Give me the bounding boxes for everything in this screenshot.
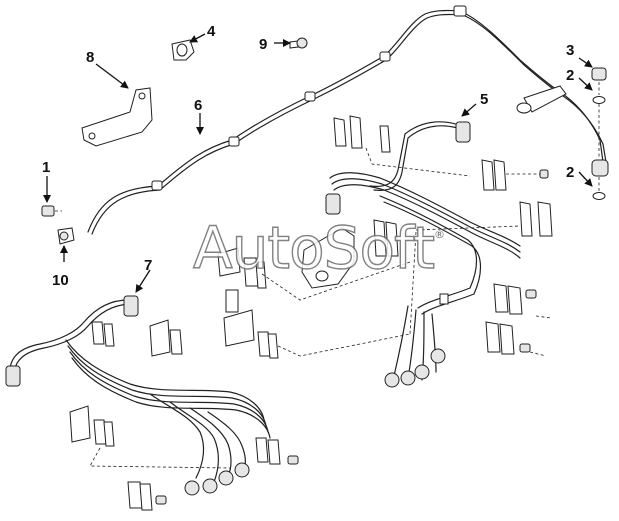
callout-3: 3 <box>566 42 574 59</box>
callout-5: 5 <box>480 91 488 108</box>
clamp-plates-center <box>217 219 553 359</box>
callout-7: 7 <box>144 257 152 274</box>
callout-2-upper: 2 <box>566 67 574 84</box>
bolt <box>289 37 308 49</box>
fastener-left <box>41 205 75 245</box>
callout-leaders <box>43 33 593 293</box>
watermark-registered-mark: ® <box>434 228 445 241</box>
injector-pipe-bundle-upper <box>325 121 521 388</box>
callout-6: 6 <box>194 97 202 114</box>
callout-labels: 1 2 2 3 4 5 6 7 8 9 10 <box>42 23 574 289</box>
callout-1: 1 <box>42 159 50 176</box>
fuel-return-line <box>87 5 607 235</box>
callout-8: 8 <box>86 49 94 66</box>
autosoft-watermark: AutoSoft ® <box>192 213 445 282</box>
callout-10: 10 <box>52 272 69 289</box>
callout-9: 9 <box>259 36 267 53</box>
injector-pipe-bundle-lower <box>5 295 271 496</box>
pipe-clip <box>171 39 195 61</box>
watermark-text: AutoSoft <box>193 214 434 282</box>
callout-4: 4 <box>207 23 216 40</box>
mounting-bracket <box>81 87 153 147</box>
callout-2-lower: 2 <box>566 164 574 181</box>
clamp-plates-upper <box>333 115 553 237</box>
banjo-bolt-assembly <box>591 67 609 200</box>
clamp-plates-lower <box>69 319 299 511</box>
